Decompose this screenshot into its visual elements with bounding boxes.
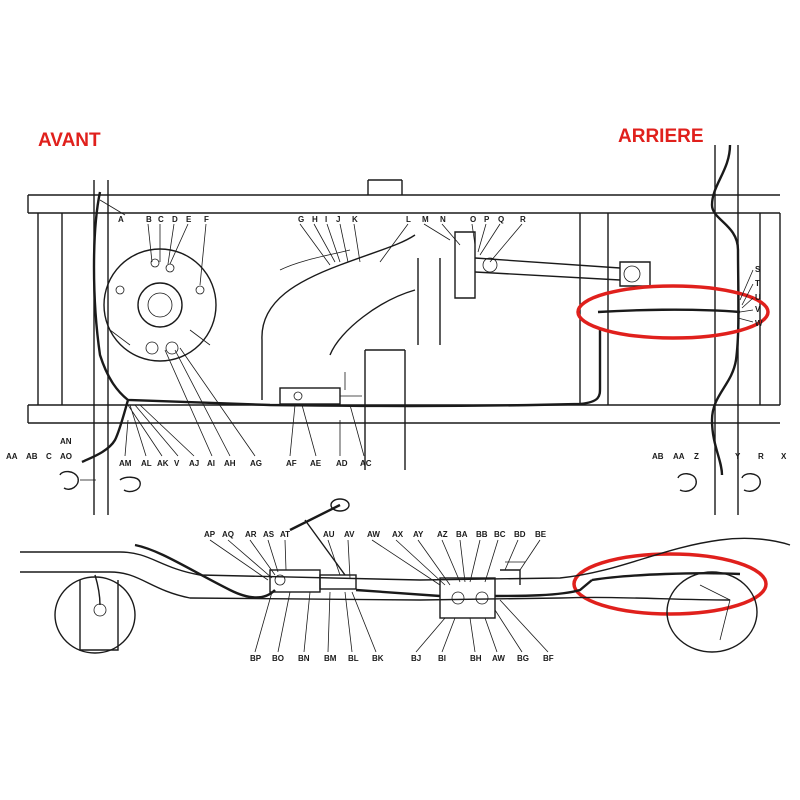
label-c-left: C [46,452,52,461]
label-w: W [755,319,763,328]
highlight-rear-line-bottom [572,552,768,616]
rear-title: ARRIERE [618,126,704,147]
label-r-right: R [758,452,764,461]
label-o: O [470,215,476,224]
front-brake-backing-plate [103,248,217,362]
label-au: AU [323,530,335,539]
label-aa-right: AA [673,452,685,461]
label-g: G [298,215,304,224]
label-ak: AK [157,459,169,468]
label-s: S [755,265,761,274]
label-a: A [118,215,124,224]
label-an: AN [60,437,72,446]
label-t: T [755,279,760,288]
label-bn: BN [298,654,310,663]
brake-lines-top [81,144,741,476]
top-labels: A B C D E F G H I J K L M N O P Q R S T … [6,215,787,468]
label-bl: BL [348,654,359,663]
front-title: AVANT [38,130,101,151]
label-bm: BM [324,654,337,663]
label-bf: BF [543,654,554,663]
label-l: L [406,215,411,224]
master-cylinder-top [279,372,362,405]
label-y-right: Y [735,452,741,461]
label-aw-top: AW [367,530,380,539]
label-aw-bottom: AW [492,654,505,663]
label-ah: AH [224,459,236,468]
label-ba: BA [456,530,468,539]
label-z-right: Z [694,452,699,461]
label-ar: AR [245,530,257,539]
bottom-labels: AP AQ AR AS AT AU AV AW AX AY AZ BA BB B… [204,530,554,663]
label-at: AT [280,530,290,539]
label-f: F [204,215,209,224]
label-bc: BC [494,530,506,539]
label-aj: AJ [189,459,199,468]
label-b: B [146,215,152,224]
highlight-rear-line-top [576,284,770,340]
label-bg: BG [517,654,529,663]
label-u: U [755,293,761,302]
label-e: E [186,215,192,224]
label-ao: AO [60,452,72,461]
label-h: H [312,215,318,224]
label-bo: BO [272,654,284,663]
label-r: R [520,215,526,224]
label-ag: AG [250,459,262,468]
label-bd: BD [514,530,526,539]
label-ax: AX [392,530,404,539]
label-v-bottom: V [174,459,180,468]
label-ac: AC [360,459,372,468]
label-az: AZ [437,530,448,539]
label-bp: BP [250,654,262,663]
label-v: V [755,305,761,314]
leader-lines-top [99,199,754,457]
label-bb: BB [476,530,488,539]
label-n: N [440,215,446,224]
label-bh: BH [470,654,482,663]
label-d: D [172,215,178,224]
label-ai: AI [207,459,215,468]
label-i: I [325,215,327,224]
label-q: Q [498,215,504,224]
label-bk: BK [372,654,384,663]
label-p: P [484,215,490,224]
front-wheel-fittings [59,470,761,493]
brake-lines-side [94,543,741,606]
label-m: M [422,215,429,224]
label-ap: AP [204,530,216,539]
label-ay: AY [413,530,424,539]
label-j: J [336,215,340,224]
label-am: AM [119,459,132,468]
label-al: AL [141,459,152,468]
label-x-right: X [781,452,787,461]
label-af: AF [286,459,297,468]
label-aa-left: AA [6,452,18,461]
label-ab-right: AB [652,452,664,461]
label-ae: AE [310,459,322,468]
label-aq: AQ [222,530,234,539]
label-k: K [352,215,358,224]
label-av: AV [344,530,355,539]
label-bi: BI [438,654,446,663]
label-as: AS [263,530,275,539]
label-bj: BJ [411,654,421,663]
rear-axle-top [454,231,651,299]
frame-top-view [27,145,781,515]
side-view [20,498,791,654]
label-ad: AD [336,459,348,468]
label-c: C [158,215,164,224]
leader-lines-bottom [209,539,549,653]
label-be: BE [535,530,547,539]
label-ab-left: AB [26,452,38,461]
